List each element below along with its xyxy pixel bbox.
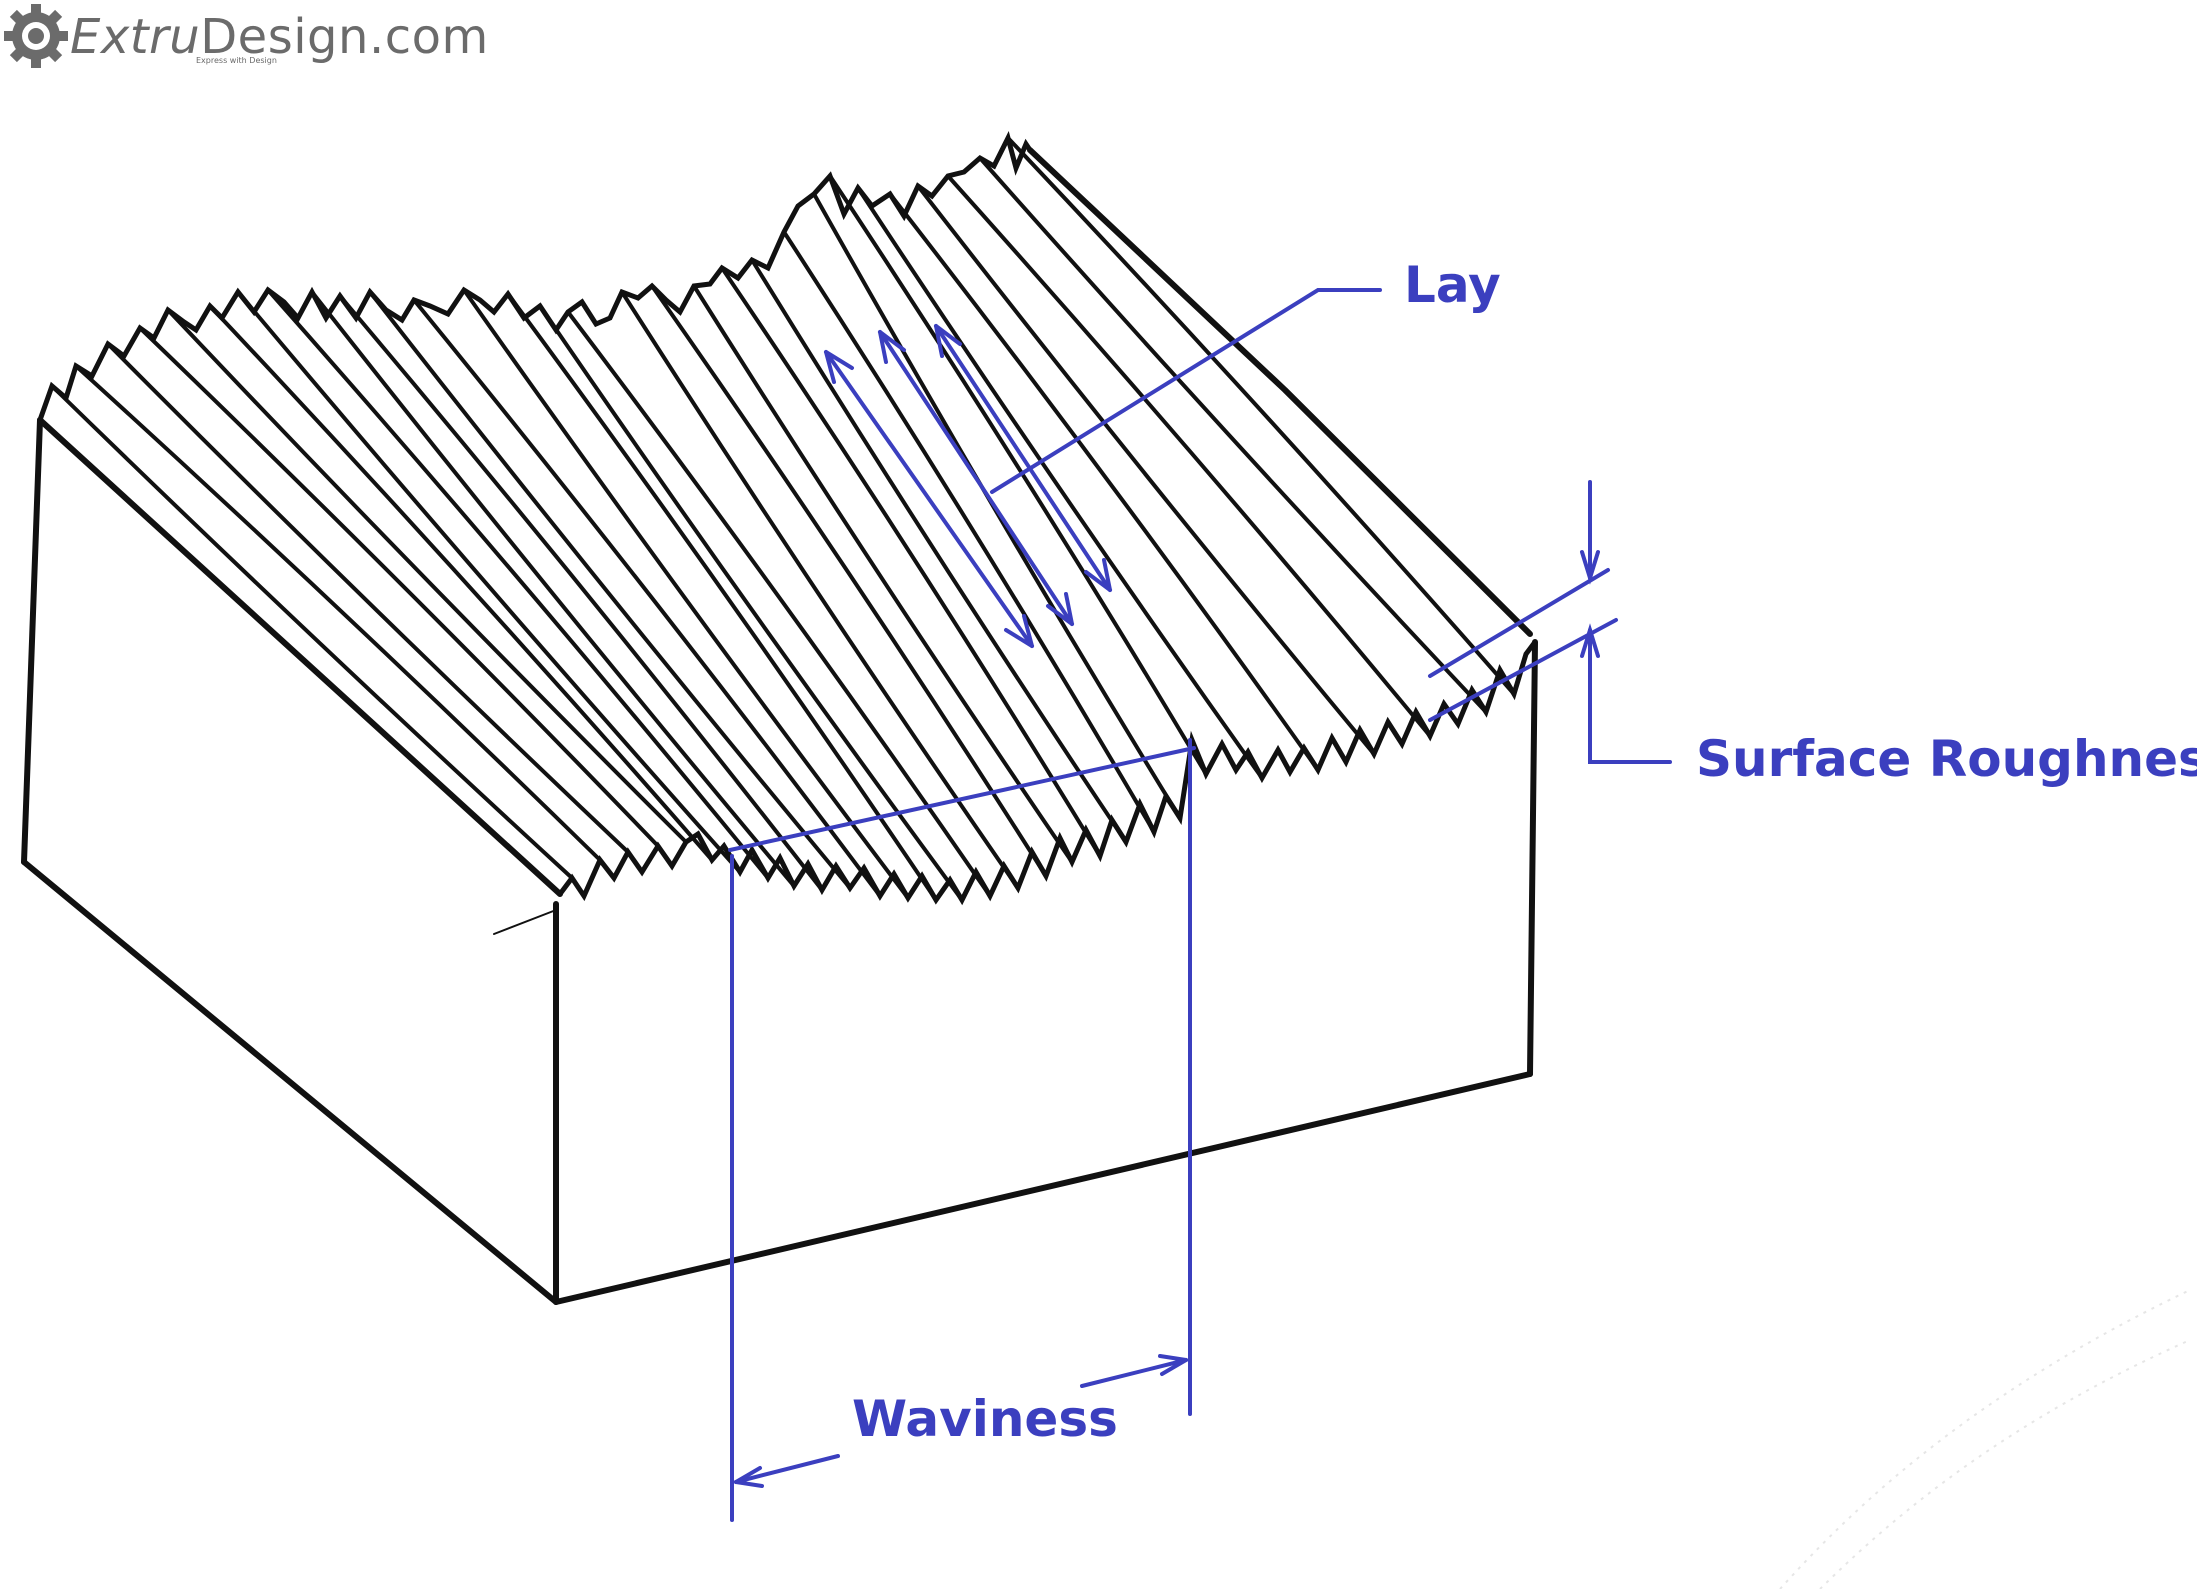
lay-leader-line bbox=[990, 288, 1382, 494]
lay-line bbox=[888, 192, 1320, 772]
lay-line bbox=[538, 304, 964, 902]
back-serrated-edge bbox=[37, 130, 1033, 421]
waviness-label: Waviness bbox=[852, 1390, 1118, 1448]
brand-logo: ExtruDesign.com bbox=[70, 0, 489, 74]
waviness-left-arrow bbox=[734, 1454, 840, 1488]
lay-line bbox=[368, 290, 852, 890]
lay-arrow-3 bbox=[934, 324, 1112, 592]
block-top-left-edge bbox=[37, 417, 563, 897]
lay-line bbox=[916, 184, 1376, 756]
lay-line bbox=[750, 258, 1128, 844]
lay-arrow-1 bbox=[824, 350, 1034, 648]
lay-line bbox=[782, 230, 1156, 834]
lay-line bbox=[208, 304, 714, 862]
pencil-smudge bbox=[1779, 1289, 2191, 1590]
block-back-right-edge bbox=[1027, 147, 1533, 637]
front-profile bbox=[558, 640, 1537, 906]
lay-line bbox=[720, 266, 1102, 858]
lay-line bbox=[620, 290, 1020, 890]
lay-line bbox=[338, 294, 824, 892]
annotations bbox=[728, 288, 1672, 1522]
lay-line bbox=[412, 298, 882, 898]
lay-line bbox=[138, 326, 660, 848]
lay-arrow-2 bbox=[878, 330, 1074, 626]
lay-line bbox=[946, 174, 1432, 738]
back-profile bbox=[37, 130, 1033, 421]
brand-name: ExtruDesign.com bbox=[70, 9, 489, 65]
front-serrated-edge bbox=[558, 640, 1537, 906]
lay-line bbox=[74, 364, 602, 862]
lay-line bbox=[856, 186, 1264, 780]
roughness-bottom-line bbox=[1428, 618, 1618, 722]
lay-line bbox=[506, 292, 938, 902]
lay-line bbox=[1006, 136, 1516, 696]
block-right-edge bbox=[1527, 639, 1538, 1077]
gear-icon bbox=[4, 4, 68, 68]
lay-line bbox=[462, 288, 910, 900]
block-outline bbox=[21, 147, 1538, 1305]
lay-line bbox=[566, 310, 992, 898]
lay-line bbox=[166, 308, 688, 844]
roughness-up-arrow bbox=[1580, 623, 1672, 764]
brand-tagline: Express with Design bbox=[196, 56, 277, 65]
lay-label: Lay bbox=[1404, 256, 1501, 314]
lay-line bbox=[310, 290, 796, 888]
lay-line bbox=[236, 290, 742, 874]
roughness-down-arrow bbox=[1580, 480, 1600, 585]
brand-name-italic: Extru bbox=[70, 9, 201, 65]
waviness-reference-line bbox=[728, 746, 1196, 852]
lay-line bbox=[266, 288, 770, 880]
lay-line bbox=[50, 384, 574, 880]
waviness-right-arrow bbox=[1080, 1354, 1188, 1388]
lay-line bbox=[978, 156, 1488, 714]
block-bottom-front-edge bbox=[553, 1071, 1533, 1305]
lay-line bbox=[106, 342, 630, 854]
roughness-top-line bbox=[1428, 568, 1610, 678]
block-left-edge bbox=[21, 417, 43, 865]
lay-lines bbox=[50, 136, 1516, 902]
brand-name-rest: Design.com bbox=[200, 9, 489, 65]
block-bottom-left-edge bbox=[21, 859, 559, 1305]
surface-roughness-label: Surface Roughness bbox=[1696, 730, 2197, 788]
lay-line bbox=[692, 284, 1074, 864]
